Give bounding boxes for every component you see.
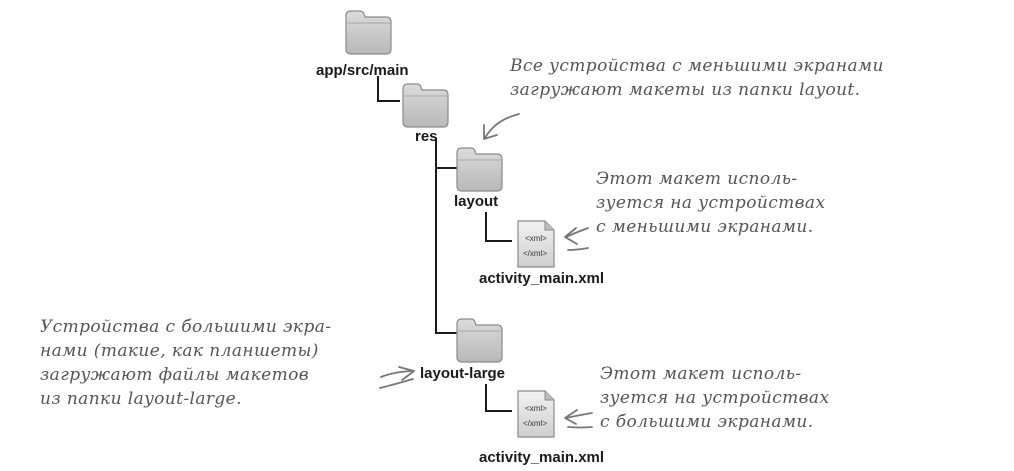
note-large-layout-usage: Этот макет исполь- зуется на устройствах…	[600, 362, 829, 434]
note-line: Этот макет исполь-	[600, 364, 802, 384]
arrow-to-small-file-icon	[564, 227, 589, 251]
note-line: Все устройства с меньшими экранами	[510, 56, 884, 76]
folder-icon	[402, 83, 449, 128]
arrow-to-layout-large-icon	[379, 366, 415, 389]
file-label-activity-main-small: activity_main.xml	[479, 270, 605, 287]
arrow-to-res-icon	[483, 113, 520, 140]
folder-label-layout-large: layout-large	[420, 365, 506, 382]
note-line: нами (такие, как планшеты)	[40, 341, 319, 361]
note-line: Этот макет исполь-	[596, 169, 798, 189]
note-line: загружают файлы макетов	[40, 365, 310, 385]
svg-text:<xml>: <xml>	[525, 234, 547, 243]
note-line: с меньшими экранами.	[596, 217, 814, 237]
folder-label-res: res	[415, 128, 438, 145]
folder-icon	[456, 318, 503, 363]
svg-text:<xml>: <xml>	[525, 404, 547, 413]
note-line: зуется на устройствах	[600, 388, 830, 408]
folder-label-app-src-main: app/src/main	[316, 62, 409, 79]
svg-text:</xml>: </xml>	[523, 249, 547, 258]
xml-file-icon: <xml> </xml>	[517, 220, 555, 268]
note-line: зуется на устройствах	[596, 193, 826, 213]
svg-text:</xml>: </xml>	[523, 419, 547, 428]
note-large-devices-load-layout-large: Устройства с большими экра- нами (такие,…	[40, 315, 331, 411]
arrow-to-large-file-icon	[564, 409, 593, 429]
note-line: из папки layout-large.	[40, 389, 242, 409]
note-line: загружают макеты из папки layout.	[510, 80, 861, 100]
tree-lines	[377, 76, 512, 412]
folder-icon	[456, 147, 503, 192]
folder-label-layout: layout	[454, 193, 499, 210]
file-label-activity-main-large: activity_main.xml	[479, 449, 605, 466]
xml-file-icon: <xml> </xml>	[517, 390, 555, 438]
note-line: с большими экранами.	[600, 412, 814, 432]
note-small-devices-load-layout: Все устройства с меньшими экранами загру…	[510, 54, 884, 102]
note-line: Устройства с большими экра-	[40, 317, 332, 337]
note-small-layout-usage: Этот макет исполь- зуется на устройствах…	[596, 167, 825, 239]
folder-icon	[345, 10, 392, 55]
